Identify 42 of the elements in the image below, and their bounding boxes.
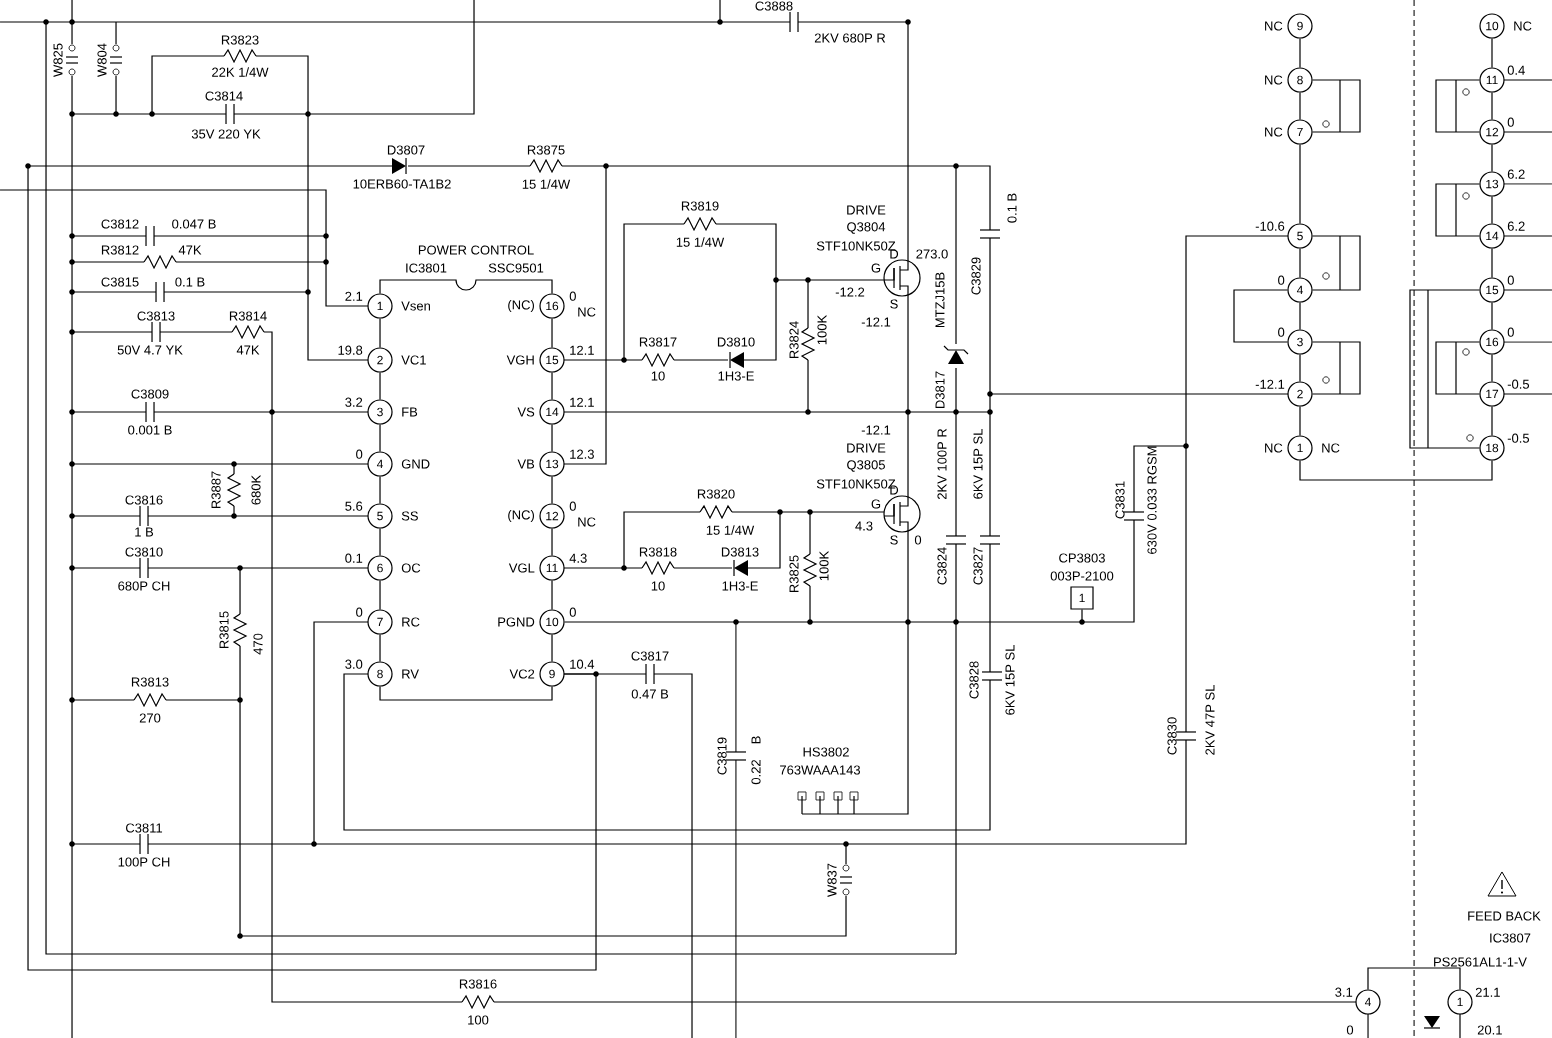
wire — [1491, 144, 1493, 172]
wire — [379, 686, 553, 701]
wire — [1299, 248, 1301, 278]
wire — [379, 528, 381, 556]
wire — [1491, 354, 1493, 382]
wire — [1491, 248, 1493, 278]
wire — [1491, 92, 1493, 120]
wire — [1312, 235, 1361, 291]
wire — [1491, 302, 1493, 330]
wire — [551, 424, 553, 452]
wire — [379, 424, 381, 452]
wire — [551, 580, 553, 610]
wire — [1299, 38, 1301, 68]
wire — [1299, 302, 1301, 330]
wire — [1233, 289, 1288, 343]
wire — [379, 372, 381, 400]
wire — [1299, 406, 1301, 436]
wire — [1435, 79, 1480, 133]
wire — [1409, 289, 1480, 449]
wire — [1299, 460, 1493, 481]
wire — [1299, 92, 1301, 120]
wire — [1299, 354, 1301, 382]
wire — [551, 528, 553, 556]
wire — [1491, 196, 1493, 224]
wire — [551, 372, 553, 400]
wire — [1367, 967, 1461, 990]
wire — [379, 318, 381, 348]
wire — [1312, 341, 1361, 395]
wire — [379, 580, 381, 610]
wire — [1491, 406, 1493, 436]
wire — [1312, 79, 1361, 133]
wire — [379, 634, 381, 662]
wire — [1491, 38, 1493, 68]
wire — [551, 634, 553, 662]
wire — [564, 609, 1083, 623]
wire — [1435, 341, 1480, 395]
wire — [379, 279, 553, 294]
wire — [379, 476, 381, 504]
wire — [551, 476, 553, 504]
wire — [1435, 183, 1480, 237]
wire — [1299, 144, 1301, 224]
wire — [551, 318, 553, 348]
